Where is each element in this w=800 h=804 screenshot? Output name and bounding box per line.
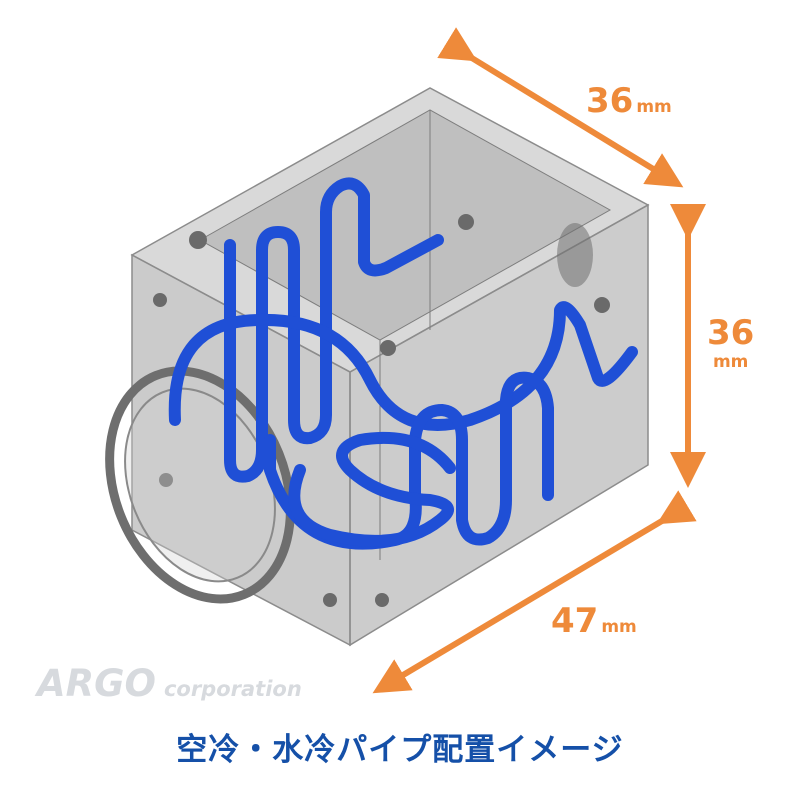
depth-arrow [437, 27, 684, 188]
lens-ring [105, 366, 295, 604]
width-value: 47 [551, 601, 599, 641]
height-unit: mm [712, 352, 749, 372]
port-hole [557, 223, 593, 287]
logo-suffix: corporation [163, 677, 302, 701]
height-value: 36 [707, 313, 755, 353]
logo-brand: ARGO [37, 662, 156, 705]
pipe-loop [168, 301, 638, 431]
diagram-caption: 空冷・水冷パイプ配置イメージ [176, 732, 624, 768]
height-dimension-label: 36 mm [707, 316, 754, 371]
argo-logo: ARGO corporation [37, 662, 302, 705]
width-arrow [372, 490, 697, 694]
depth-value: 36 [586, 81, 634, 121]
dimension-arrows [372, 27, 706, 694]
depth-unit: mm [636, 97, 672, 117]
pipe-upper [224, 177, 444, 483]
width-unit: mm [601, 617, 637, 637]
